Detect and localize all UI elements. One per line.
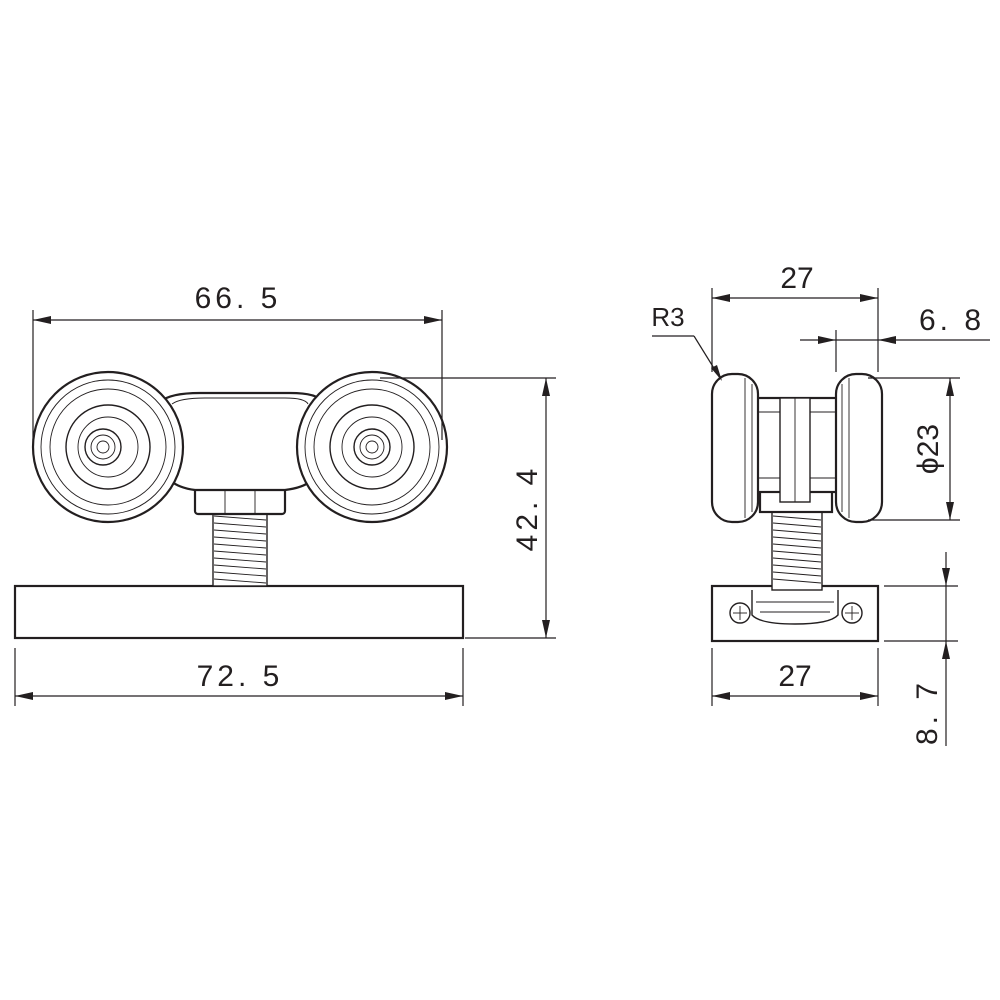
thread-line [213,543,267,549]
side-threaded-bolt [771,511,823,591]
thread-line [772,515,822,521]
thread-line [213,515,267,521]
side-screw-left [729,602,751,624]
thread-line [772,564,822,570]
dim-front-base-width: 72. 5 [14,648,464,706]
thread-line [213,529,267,535]
dim-front-base-width-label: 72. 5 [197,660,284,693]
dim-side-offset: 6. 8 [800,304,990,372]
dim-side-base-width-label: 27 [778,660,811,693]
dim-front-height: 42. 4 [380,377,556,639]
dim-front-height-label: 42. 4 [511,465,544,552]
dim-side-radius: R3 [651,302,722,381]
thread-line [772,536,822,542]
thread-line [772,522,822,528]
dim-side-base-height-label: 8. 7 [911,679,944,745]
thread-line [213,557,267,563]
dim-side-radius-label: R3 [651,302,684,332]
thread-line [772,529,822,535]
front-hex-nut [193,486,287,516]
thread-line [213,536,267,542]
dim-side-base-width: 27 [711,648,879,706]
dim-side-wheel-diameter: ϕ23 [868,377,960,521]
dim-side-base-height: 8. 7 [884,552,958,746]
side-right-wheel [834,372,884,524]
dim-side-top-width: 27 [711,262,879,372]
thread-line [772,578,822,584]
dim-side-offset-label: 6. 8 [919,304,985,337]
thread-line [213,550,267,556]
thread-line [772,550,822,556]
thread-line [772,543,822,549]
dim-front-top-width-label: 66. 5 [195,282,282,315]
front-threaded-bolt [212,511,268,587]
front-view: 66. 5 42. 4 72. 5 [13,282,556,706]
thread-line [213,564,267,570]
thread-line [213,571,267,577]
thread-line [772,571,822,577]
dim-front-top-width: 66. 5 [32,282,443,440]
thread-line [213,578,267,584]
thread-line [772,557,822,563]
side-left-wheel [710,372,760,524]
dim-side-wheel-diameter-label: ϕ23 [912,424,945,474]
thread-line [213,522,267,528]
side-screw-right [841,602,863,624]
side-bracket [750,396,842,503]
side-view: 27 6. 8 R3 ϕ23 [651,262,990,746]
front-base-plate [13,584,465,640]
dim-side-top-width-label: 27 [780,262,813,295]
front-right-wheel [295,370,449,524]
front-left-wheel [31,370,185,524]
